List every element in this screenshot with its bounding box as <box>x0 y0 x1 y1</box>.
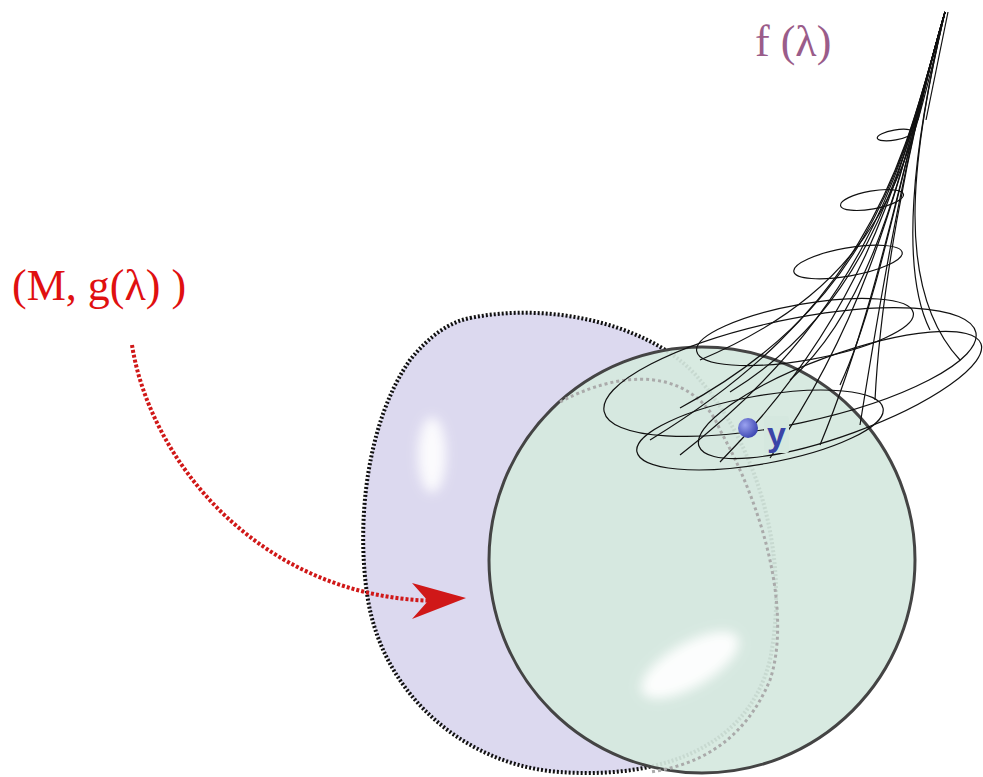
arrow-head <box>412 583 466 619</box>
manifold-label: (M, g(λ) ) <box>12 262 186 310</box>
point-label: y <box>764 416 789 453</box>
highlight <box>418 417 446 493</box>
funnel-wireframe <box>593 12 983 485</box>
highlight <box>631 618 748 711</box>
flow-arrow <box>132 345 440 601</box>
hidden-outline <box>560 379 778 772</box>
function-label: f (λ) <box>755 18 831 66</box>
point-marker <box>738 418 758 438</box>
